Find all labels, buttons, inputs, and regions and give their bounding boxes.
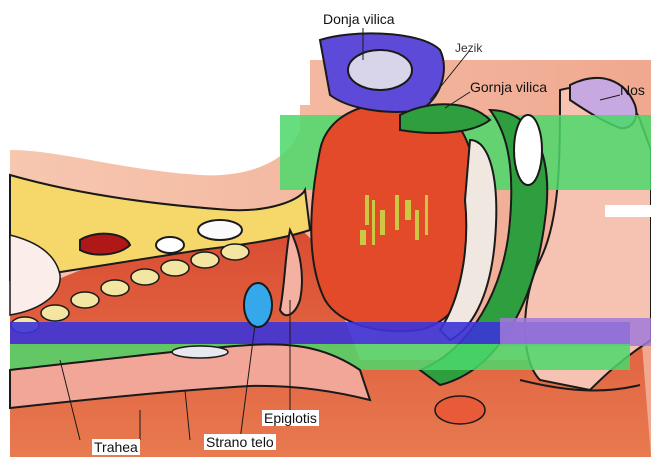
foreign-body bbox=[244, 283, 272, 327]
upper-sac bbox=[198, 220, 242, 240]
label-epiglotis: Epiglotis bbox=[262, 410, 319, 426]
lip-upper bbox=[514, 115, 542, 185]
band-purple bbox=[500, 318, 651, 346]
tongue bbox=[311, 103, 478, 332]
label-donja-vilica: Donja vilica bbox=[323, 11, 395, 27]
label-strano-telo: Strano telo bbox=[204, 434, 276, 450]
chin-bump bbox=[435, 396, 485, 424]
top-white-strip bbox=[10, 45, 310, 105]
white-sac bbox=[156, 237, 184, 253]
label-trahea: Trahea bbox=[92, 439, 140, 455]
band-green-top-left bbox=[10, 120, 70, 126]
label-nos: Nos bbox=[620, 82, 645, 98]
white-notch bbox=[605, 205, 651, 217]
label-jezik: Jezik bbox=[455, 40, 482, 56]
trachea-lumen bbox=[172, 346, 228, 358]
upper-bone bbox=[348, 50, 412, 90]
label-gornja-vilica: Gornja vilica bbox=[470, 79, 547, 95]
